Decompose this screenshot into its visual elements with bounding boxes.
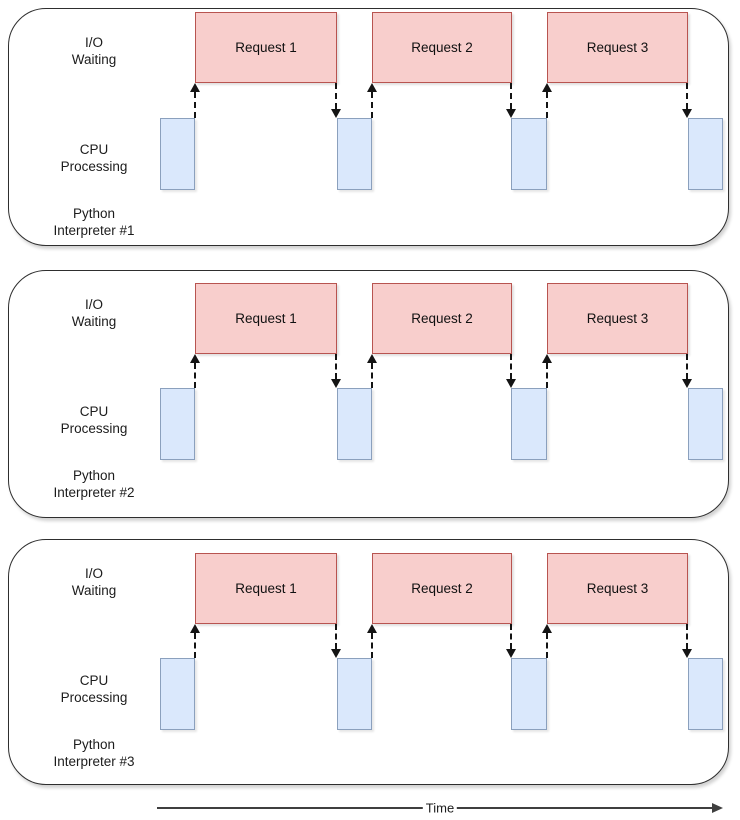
arrowhead-down-icon xyxy=(331,109,341,118)
dashed-line xyxy=(335,624,337,649)
io-start-arrow-icon xyxy=(366,624,378,658)
interpreter-name-label: Python Interpreter #2 xyxy=(53,468,135,500)
cpu-block-1 xyxy=(160,118,195,190)
arrowhead-up-icon xyxy=(367,354,377,363)
arrowhead-down-icon xyxy=(682,109,692,118)
dashed-line xyxy=(371,633,373,658)
request-box-3: Request 3 xyxy=(547,283,688,354)
arrowhead-down-icon xyxy=(506,379,516,388)
dashed-line xyxy=(546,363,548,388)
io-start-arrow-icon xyxy=(189,83,201,118)
cpu-block-3 xyxy=(511,388,547,460)
arrowhead-up-icon xyxy=(367,624,377,633)
dashed-line xyxy=(686,624,688,649)
dashed-line xyxy=(194,92,196,118)
interpreter-panel-1: I/O Waiting CPU Processing Python Interp… xyxy=(8,8,729,246)
dashed-line xyxy=(510,83,512,109)
cpu-processing-label: CPU Processing xyxy=(60,142,128,174)
cpu-block-1 xyxy=(160,388,195,460)
request-box-1: Request 1 xyxy=(195,12,337,83)
cpu-block-4 xyxy=(688,658,723,730)
io-end-arrow-icon xyxy=(505,354,517,388)
dashed-line xyxy=(546,92,548,118)
cpu-block-2 xyxy=(337,118,372,190)
dashed-line xyxy=(686,354,688,379)
cpu-block-3 xyxy=(511,118,547,190)
interpreter-name-label: Python Interpreter #1 xyxy=(53,206,135,238)
arrowhead-down-icon xyxy=(331,379,341,388)
io-end-arrow-icon xyxy=(330,83,342,118)
interpreter-panel-3: I/O Waiting CPU Processing Python Interp… xyxy=(8,539,729,785)
io-start-arrow-icon xyxy=(189,354,201,388)
cpu-block-3 xyxy=(511,658,547,730)
arrowhead-up-icon xyxy=(190,83,200,92)
cpu-processing-label: CPU Processing xyxy=(60,673,128,705)
interpreter-name-label: Python Interpreter #3 xyxy=(53,737,135,769)
arrowhead-up-icon xyxy=(542,624,552,633)
request-box-2: Request 2 xyxy=(372,553,512,624)
arrowhead-up-icon xyxy=(542,354,552,363)
io-start-arrow-icon xyxy=(189,624,201,658)
arrowhead-down-icon xyxy=(331,649,341,658)
io-end-arrow-icon xyxy=(505,83,517,118)
dashed-line xyxy=(371,363,373,388)
dashed-line xyxy=(371,92,373,118)
io-end-arrow-icon xyxy=(330,624,342,658)
arrowhead-up-icon xyxy=(190,354,200,363)
dashed-line xyxy=(510,624,512,649)
request-box-1: Request 1 xyxy=(195,553,337,624)
dashed-line xyxy=(194,363,196,388)
dashed-line xyxy=(194,633,196,658)
request-box-2: Request 2 xyxy=(372,12,512,83)
cpu-block-1 xyxy=(160,658,195,730)
dashed-line xyxy=(686,83,688,109)
io-end-arrow-icon xyxy=(681,83,693,118)
cpu-block-4 xyxy=(688,388,723,460)
io-waiting-label: I/O Waiting xyxy=(71,566,117,598)
arrowhead-up-icon xyxy=(190,624,200,633)
interpreter-panel-2: I/O Waiting CPU Processing Python Interp… xyxy=(8,270,729,518)
io-start-arrow-icon xyxy=(541,83,553,118)
arrowhead-down-icon xyxy=(506,649,516,658)
time-axis-label: Time xyxy=(422,800,458,816)
arrowhead-up-icon xyxy=(367,83,377,92)
io-end-arrow-icon xyxy=(681,624,693,658)
io-end-arrow-icon xyxy=(330,354,342,388)
io-end-arrow-icon xyxy=(681,354,693,388)
time-arrowhead-icon xyxy=(712,803,723,813)
io-end-arrow-icon xyxy=(505,624,517,658)
request-box-3: Request 3 xyxy=(547,12,688,83)
io-start-arrow-icon xyxy=(366,354,378,388)
arrowhead-down-icon xyxy=(682,379,692,388)
io-waiting-label: I/O Waiting xyxy=(71,35,117,67)
arrowhead-up-icon xyxy=(542,83,552,92)
request-box-2: Request 2 xyxy=(372,283,512,354)
cpu-block-2 xyxy=(337,658,372,730)
request-box-1: Request 1 xyxy=(195,283,337,354)
dashed-line xyxy=(510,354,512,379)
cpu-block-2 xyxy=(337,388,372,460)
io-start-arrow-icon xyxy=(541,354,553,388)
dashed-line xyxy=(546,633,548,658)
dashed-line xyxy=(335,83,337,109)
io-start-arrow-icon xyxy=(366,83,378,118)
arrowhead-down-icon xyxy=(682,649,692,658)
io-start-arrow-icon xyxy=(541,624,553,658)
cpu-block-4 xyxy=(688,118,723,190)
time-axis: Time xyxy=(157,800,723,816)
arrowhead-down-icon xyxy=(506,109,516,118)
io-waiting-label: I/O Waiting xyxy=(71,297,117,329)
dashed-line xyxy=(335,354,337,379)
request-box-3: Request 3 xyxy=(547,553,688,624)
cpu-processing-label: CPU Processing xyxy=(60,404,128,436)
